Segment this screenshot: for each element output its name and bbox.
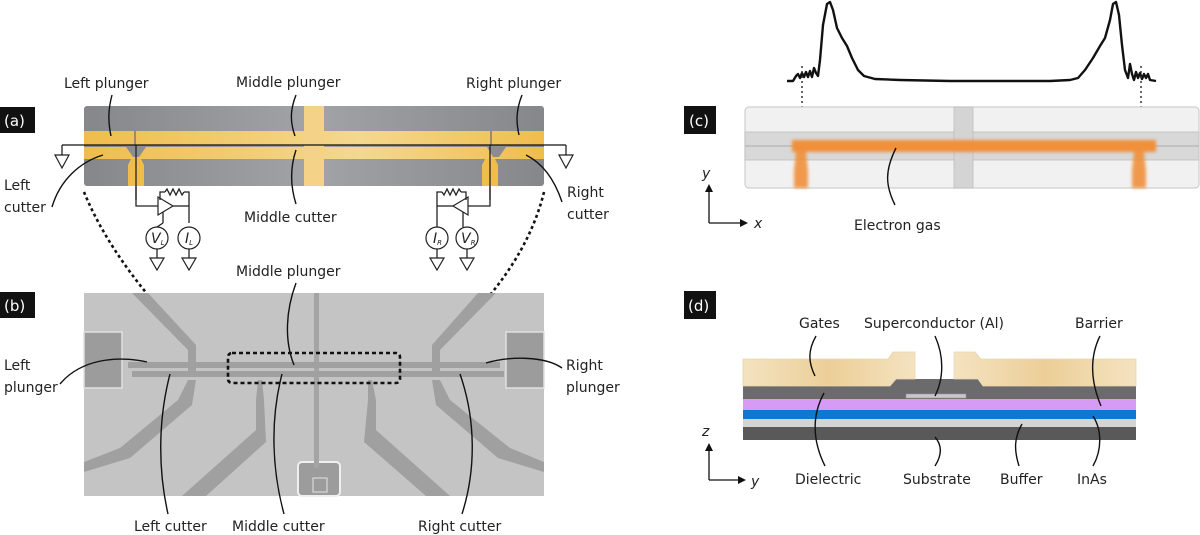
panel-b: (b) Middle plunger [0,264,620,535]
label-inas: InAs [1077,472,1107,488]
leader-line [1092,415,1101,467]
leader-line [290,94,297,137]
label-superconductor: Superconductor (Al) [864,316,1004,332]
svg-text:y: y [701,166,711,182]
electron-gas [792,140,1156,188]
svg-text:IL: IL [185,231,193,247]
layer-dielectric [743,379,1136,399]
label-electron-gas: Electron gas [854,218,941,234]
label-middle-cutter: Middle cutter [244,210,337,226]
label-middle-cutter: Middle cutter [232,519,325,535]
leader-line [516,94,523,136]
leader-line [273,373,285,515]
ground-icon [180,257,198,272]
leader-line [51,154,104,208]
svg-text:z: z [701,424,710,440]
ground-icon [458,257,476,272]
leader-line [1091,335,1102,407]
label-right-cutter: cutter [567,207,609,223]
label-barrier: Barrier [1075,316,1123,332]
amplifier-icon [157,195,175,217]
panel-d-tag: (d) [684,291,716,319]
leader-line [809,335,817,377]
svg-text:x: x [753,216,763,232]
leader-line [485,357,563,369]
leader-line [1014,423,1023,467]
label-right-plunger: plunger [566,380,620,396]
label-left-cutter: Left [4,178,31,194]
sem-image [83,293,545,497]
layer-inas [743,410,1136,419]
label-left-plunger: Left plunger [64,76,149,92]
ground-icon [148,257,166,272]
svg-text:(b): (b) [4,297,25,315]
svg-text:VR: VR [461,231,476,247]
label-left-plunger: plunger [4,380,58,396]
svg-text:(a): (a) [4,112,25,130]
ground-icon [53,145,71,170]
label-middle-plunger: Middle plunger [236,264,341,280]
svg-text:(c): (c) [689,112,709,130]
label-left-plunger: Left [4,358,31,374]
svg-text:VL: VL [151,231,165,247]
panel-d: (d) Gates Superconductor (Al) Barrier Di… [684,291,1137,490]
density-profile-curve [787,0,1157,83]
layer-barrier [743,399,1136,410]
label-substrate: Substrate [903,472,971,488]
label-buffer: Buffer [1000,472,1043,488]
leader-line [286,282,297,366]
label-middle-plunger: Middle plunger [236,75,341,91]
resistor-icon [164,187,185,197]
middle-gate-cross [304,106,324,186]
panel-c-tag: (c) [684,106,716,134]
leader-line [459,373,473,515]
layer-gate-left [742,351,916,387]
axis-indicator: y x [701,166,763,232]
svg-text:y: y [750,474,760,490]
leader-line [108,94,113,137]
label-dielectric: Dielectric [795,472,861,488]
axis-indicator: z y [701,424,760,490]
panel-a: (a) [0,75,609,380]
leader-line [525,154,563,203]
panel-a-tag: (a) [0,107,35,133]
zoom-region-box [226,351,402,385]
label-gates: Gates [799,316,840,332]
svg-text:(d): (d) [688,297,709,315]
amplifier-icon [451,195,469,217]
label-left-cutter: cutter [4,200,46,216]
leader-line [934,436,941,467]
layer-buffer [743,419,1136,427]
svg-text:IR: IR [433,231,442,247]
label-right-cutter: Right cutter [418,519,501,535]
leader-line [934,335,943,397]
label-right-plunger: Right [566,358,603,374]
leader-line [160,373,171,515]
ground-icon [557,145,575,170]
left-amplifier-circuit: VL IL [135,186,201,272]
leader-line [814,392,826,467]
right-amplifier-circuit: IR VR [425,186,491,272]
label-right-cutter: Right [567,185,604,201]
panel-b-tag: (b) [0,292,35,318]
zoom-indicator-left [82,191,229,379]
ground-icon [428,257,446,272]
zoom-indicator-right [399,191,546,380]
resistor-icon [441,187,462,197]
label-left-cutter: Left cutter [134,519,207,535]
panel-c: (c) Electron gas y x [684,0,1200,234]
leader-line [290,149,297,205]
layer-gate-right [953,351,1137,387]
label-right-plunger: Right plunger [466,76,561,92]
layer-substrate [743,427,1136,440]
leader-line [886,147,897,206]
leader-line [59,358,148,385]
